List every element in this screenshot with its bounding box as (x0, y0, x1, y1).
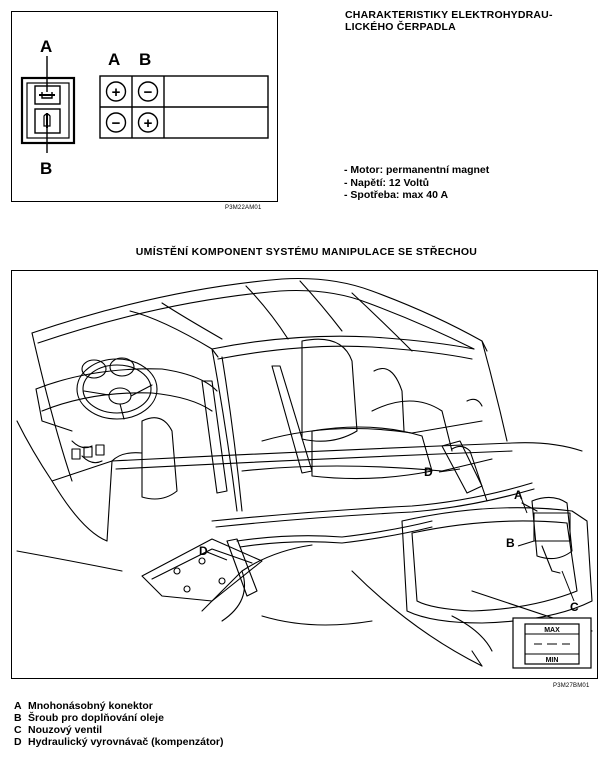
tonneau-bracket (141, 538, 263, 602)
legend-key: B (14, 712, 22, 724)
pin-table (99, 75, 269, 139)
section-title: UMÍSTĚNÍ KOMPONENT SYSTÉMU MANIPULACE SE… (135, 246, 478, 258)
hydraulic-line (211, 482, 533, 522)
legend-text: Nouzový ventil (28, 724, 103, 736)
pump-title-line2: LICKÉHO ČERPADLA (345, 21, 456, 33)
legend-key: A (14, 700, 22, 712)
reservoir-min-label: MIN (546, 657, 559, 664)
connector-schematic: A B A B + − − + (20, 37, 269, 178)
roof-frame-outline (31, 277, 488, 352)
legend-key: D (14, 736, 22, 748)
dashboard (35, 368, 218, 392)
pump-title: CHARAKTERISTIKY ELEKTROHYDRAU- LICKÉHO Č… (345, 9, 607, 33)
connector-label-a: A (40, 37, 52, 56)
callout-a: A (514, 488, 523, 502)
legend-item-b: B Šroub pro doplňování oleje (14, 712, 224, 724)
pin-a-row2: − (112, 115, 121, 132)
connector-figure-code: P3M22AM01 (225, 205, 262, 211)
pin-a-row1: + (112, 84, 121, 101)
legend-item-a: A Mnohonásobný konektor (14, 700, 224, 712)
legend-key: C (14, 724, 22, 736)
car-body-side (16, 420, 108, 542)
trunk-opening (401, 507, 593, 624)
windshield-frame (31, 332, 73, 482)
compensator-rear (226, 538, 258, 597)
connector-schematic-panel: A B A B + − − + (11, 11, 278, 202)
callout-c: C (570, 600, 579, 614)
legend-item-d: D Hydraulický vyrovnávač (kompenzátor) (14, 736, 224, 748)
callout-b: B (506, 536, 515, 550)
compensator-front (451, 445, 488, 502)
legend-text: Mnohonásobný konektor (28, 700, 153, 712)
component-legend: A Mnohonásobný konektor B Šroub pro doplňo… (14, 700, 224, 748)
diagram-figure-code: P3M27BM01 (553, 683, 590, 689)
column-header-a: A (108, 50, 120, 69)
pump-specs: - Motor: permanentní magnet - Napětí: 12… (344, 164, 489, 202)
spec-motor: - Motor: permanentní magnet (344, 164, 490, 176)
legend-item-c: C Nouzový ventil (14, 724, 224, 736)
callout-d-rear: D (199, 544, 208, 558)
legend-text: Hydraulický vyrovnávač (kompenzátor) (28, 736, 224, 748)
pump-unit (531, 496, 573, 560)
connector-body (20, 56, 76, 153)
pump-title-line1: CHARAKTERISTIKY ELEKTROHYDRAU- (345, 9, 553, 21)
car-diagram-panel: D A B C D MAX MIN (11, 270, 598, 679)
legend-text: Šroub pro doplňování oleje (28, 712, 164, 724)
pin-b-row2: + (144, 115, 153, 132)
reservoir-max-label: MAX (544, 627, 560, 634)
car-roof-system-illustration: D A B C D MAX MIN (16, 277, 593, 669)
callout-d-front: D (424, 465, 433, 479)
hydraulic-cylinder-left (201, 380, 228, 494)
connector-label-b: B (40, 159, 52, 178)
spec-consumption: - Spotřeba: max 40 A (344, 189, 449, 201)
column-header-b: B (139, 50, 151, 69)
spec-voltage: - Napětí: 12 Voltů (344, 176, 429, 189)
oil-reservoir-level: MAX MIN (512, 617, 592, 669)
front-seat (141, 417, 178, 500)
pin-b-row1: − (144, 84, 153, 101)
